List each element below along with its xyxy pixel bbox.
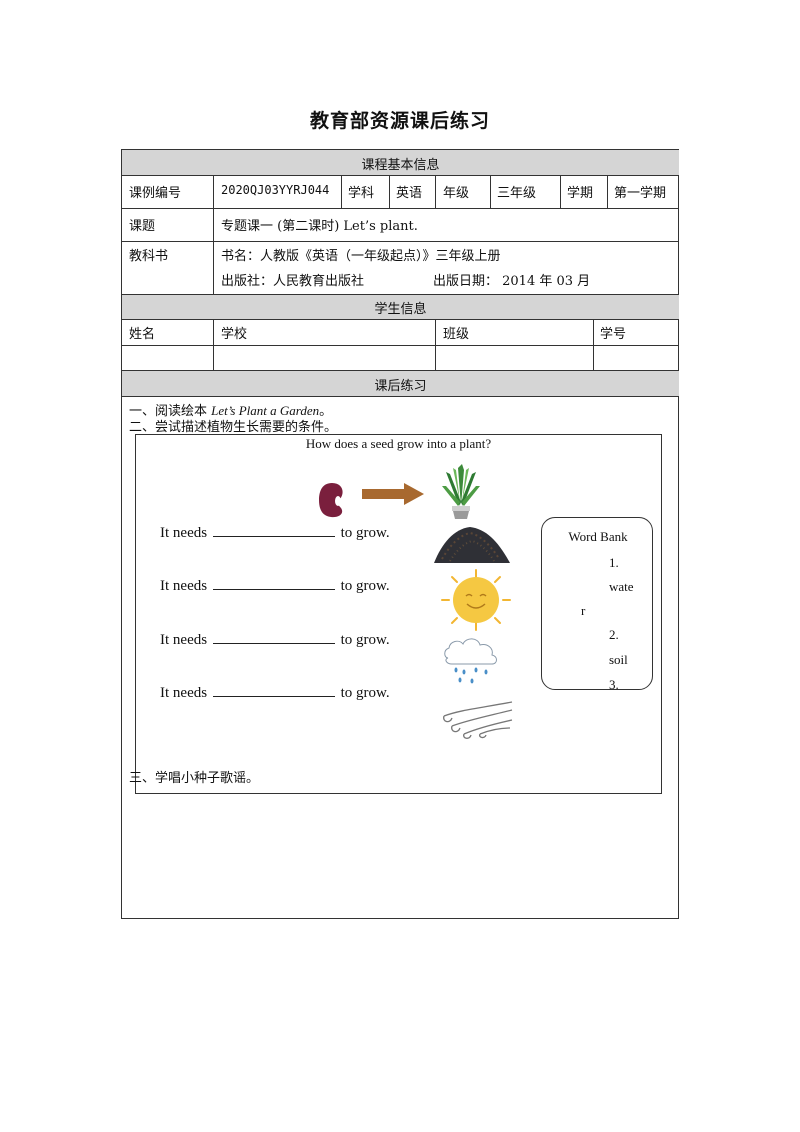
divider	[607, 175, 608, 208]
answer-blank-2[interactable]	[212, 577, 335, 590]
answer-blank-1[interactable]	[212, 524, 335, 537]
word-bank-line: r	[581, 603, 586, 618]
grade-label: 年级	[443, 186, 470, 201]
needs-line-1: It needs to grow.	[160, 524, 390, 542]
needs-line-2: It needs to grow.	[160, 577, 390, 595]
divider	[490, 175, 491, 208]
needs-line-3: It needs to grow.	[160, 631, 390, 649]
word-bank-title: Word Bank	[568, 529, 628, 544]
exercise-heading: 课后练习	[374, 379, 427, 394]
name-label: 姓名	[129, 327, 156, 342]
divider	[389, 175, 390, 208]
word-bank-line: wate	[609, 579, 634, 594]
divider	[560, 175, 561, 208]
word-bank-line: 3.	[609, 677, 619, 690]
class-label: 班级	[443, 327, 470, 342]
exercise-item-1-suffix: 。	[319, 404, 333, 419]
wind-icon	[443, 701, 513, 739]
rain-cloud-icon	[444, 638, 497, 684]
exercise-item-3: 三、学唱小种子歌谣。	[129, 771, 260, 786]
exercise-header	[122, 371, 679, 396]
divider	[435, 175, 436, 208]
answer-blank-4[interactable]	[212, 684, 335, 697]
school-label: 学校	[221, 327, 248, 342]
divider	[121, 345, 679, 346]
plant-growth-box	[135, 434, 662, 794]
sun-icon	[441, 569, 511, 631]
class-field[interactable]	[436, 346, 592, 370]
textbook-title: 书名：人教版《英语（一年级起点）》三年级上册	[221, 249, 501, 264]
course-code-label: 课例编号	[129, 186, 182, 201]
course-info-heading: 课程基本信息	[361, 158, 440, 173]
topic-value: 专题课一 (第二课时) Let’s plant.	[221, 219, 418, 234]
potted-plant-icon	[442, 464, 480, 519]
divider	[121, 241, 679, 242]
topic-label: 课题	[129, 219, 156, 234]
divider	[121, 175, 679, 176]
publisher: 出版社：人民教育出版社	[221, 274, 365, 289]
needs-line-4: It needs to grow.	[160, 684, 390, 702]
exercise-item-1-prefix: 一、阅读绘本	[129, 404, 212, 419]
needs-suffix: to grow.	[340, 685, 390, 701]
needs-prefix: It needs	[160, 685, 208, 701]
divider	[213, 175, 214, 208]
exercise-item-1: 一、阅读绘本 Let’s Plant a Garden。	[129, 400, 332, 419]
bean-seed-icon	[319, 483, 343, 518]
arrow-right-icon	[362, 483, 424, 505]
term-label: 学期	[567, 186, 594, 201]
word-bank-line: 1.	[609, 555, 619, 570]
name-field[interactable]	[122, 346, 212, 370]
divider	[121, 294, 679, 295]
divider	[121, 208, 679, 209]
word-bank: Word Bank 1. wate r 2. soil 3.	[541, 517, 653, 690]
word-bank-line: 2.	[609, 627, 619, 642]
worksheet-table	[121, 149, 679, 919]
needs-suffix: to grow.	[340, 525, 390, 541]
word-bank-line: soil	[609, 652, 628, 667]
publish-date: 出版日期： 2014 年 03 月	[433, 274, 591, 289]
subject-label: 学科	[348, 186, 375, 201]
needs-prefix: It needs	[160, 525, 208, 541]
needs-suffix: to grow.	[340, 632, 390, 648]
needs-prefix: It needs	[160, 578, 208, 594]
exercise-item-2: 二、尝试描述植物生长需要的条件。	[129, 420, 338, 435]
student-info-heading: 学生信息	[374, 302, 427, 317]
student-id-label: 学号	[600, 327, 627, 342]
page-title: 教育部资源课后练习	[309, 110, 490, 132]
divider	[341, 175, 342, 208]
divider	[121, 319, 679, 320]
answer-blank-3[interactable]	[212, 631, 335, 644]
divider	[121, 396, 679, 397]
divider	[121, 370, 679, 371]
textbook-label: 教科书	[129, 249, 169, 264]
student-info-header	[122, 295, 679, 319]
term-value: 第一学期	[614, 186, 667, 201]
soil-mound-icon	[434, 527, 510, 563]
plant-question: How does a seed grow into a plant?	[305, 436, 492, 451]
school-field[interactable]	[214, 346, 434, 370]
needs-suffix: to grow.	[340, 578, 390, 594]
divider	[213, 208, 214, 294]
course-code-value: 2020QJ03YYRJ044	[221, 183, 330, 197]
subject-value: 英语	[396, 186, 423, 201]
course-info-header	[122, 150, 679, 175]
book-title: Let’s Plant a Garden	[211, 403, 320, 418]
needs-prefix: It needs	[160, 632, 208, 648]
student-id-field[interactable]	[594, 346, 678, 370]
grade-value: 三年级	[497, 186, 537, 201]
